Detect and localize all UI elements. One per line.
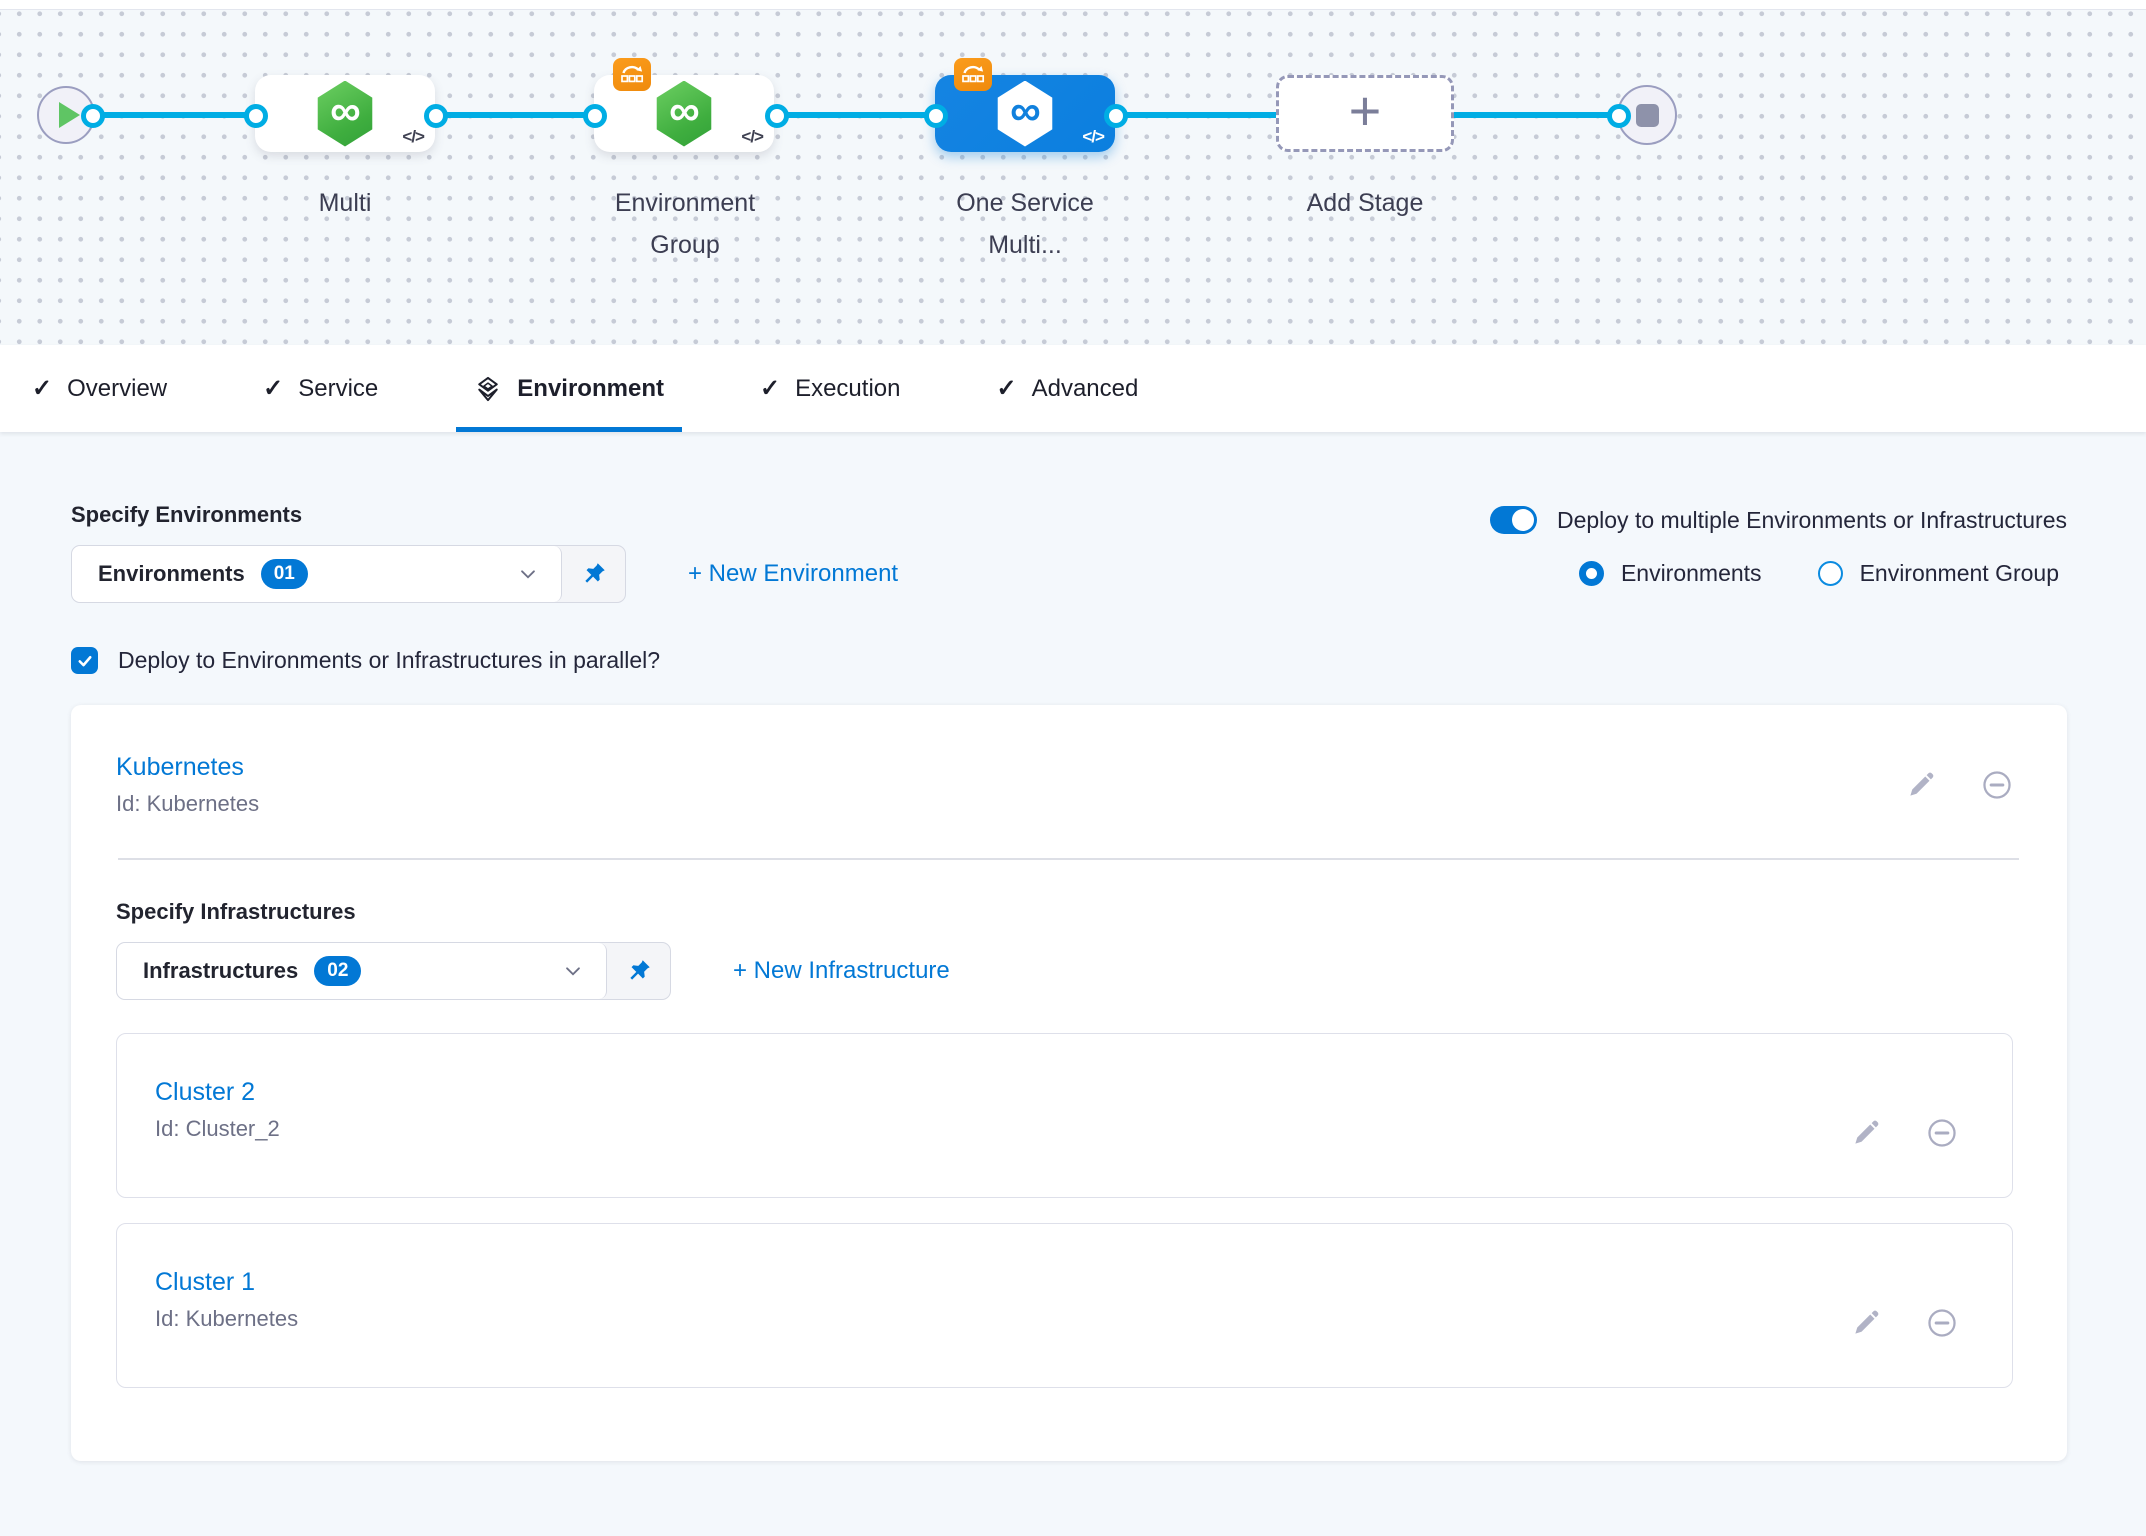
rolling-deployment-badge-icon [613, 58, 651, 91]
code-view-icon: </> [402, 127, 424, 147]
toggle-knob [1512, 509, 1534, 531]
tab-label: Environment [517, 375, 664, 403]
add-stage-label: Add Stage [1270, 182, 1460, 224]
tab-label: Overview [67, 375, 167, 403]
stage-label: Environment Group [590, 182, 780, 266]
harness-infinity-icon: ∞ [1010, 90, 1040, 133]
tab-execution[interactable]: ✓ Execution [760, 345, 901, 432]
connector-port [765, 104, 789, 128]
pin-button[interactable] [607, 943, 670, 999]
pin-button[interactable] [562, 546, 625, 602]
rolling-deployment-badge-icon [954, 58, 992, 91]
new-infrastructure-button[interactable]: + New Infrastructure [733, 957, 950, 985]
environment-tab-content: Specify Environments Environments 01 [0, 432, 2146, 1536]
stage-node-multi[interactable]: ∞ </> [255, 75, 435, 152]
parallel-deploy-checkbox[interactable] [71, 647, 98, 674]
parallel-deploy-label: Deploy to Environments or Infrastructure… [118, 647, 660, 674]
count-badge: 02 [314, 956, 361, 986]
tab-label: Execution [795, 375, 900, 403]
radio-environment-group[interactable]: Environment Group [1818, 560, 2059, 587]
cd-stage-icon: ∞ [994, 81, 1056, 147]
connector-port [244, 104, 268, 128]
play-icon [59, 102, 80, 128]
radio-label: Environment Group [1860, 560, 2059, 587]
infrastructure-card-cluster-1: Cluster 1 Id: Kubernetes [116, 1223, 2013, 1388]
infrastructure-name-link[interactable]: Cluster 1 [155, 1268, 298, 1297]
deploy-multiple-toggle-label: Deploy to multiple Environments or Infra… [1557, 507, 2067, 534]
add-stage-button[interactable]: + [1276, 75, 1454, 152]
infrastructures-dropdown[interactable]: Infrastructures 02 [116, 942, 671, 1000]
connector-port [81, 104, 105, 128]
count-badge: 01 [261, 559, 308, 589]
stage-label: One Service Multi... [930, 182, 1120, 266]
stop-icon [1636, 104, 1659, 127]
infrastructure-id-text: Id: Cluster_2 [155, 1116, 280, 1142]
check-icon: ✓ [996, 374, 1016, 403]
environment-name-link[interactable]: Kubernetes [116, 753, 259, 782]
remove-infrastructure-button[interactable] [1926, 1117, 1958, 1149]
remove-environment-button[interactable] [1981, 769, 2013, 801]
cd-stage-icon: ∞ [314, 81, 376, 147]
radio-unselected-icon [1818, 561, 1843, 586]
tab-label: Advanced [1032, 375, 1139, 403]
check-icon: ✓ [32, 374, 52, 403]
infrastructures-dropdown-value[interactable]: Infrastructures 02 [117, 943, 607, 999]
top-divider [0, 0, 2146, 10]
radio-environments[interactable]: Environments [1579, 560, 1762, 587]
tab-advanced[interactable]: ✓ Advanced [996, 345, 1138, 432]
chevron-down-icon [560, 958, 586, 984]
environments-dropdown-value[interactable]: Environments 01 [72, 546, 562, 602]
new-environment-button[interactable]: + New Environment [688, 560, 898, 588]
dropdown-value-text: Environments [98, 561, 245, 587]
stage-tabbar: ✓ Overview ✓ Service Environment ✓ Execu… [0, 345, 2146, 432]
check-icon: ✓ [760, 374, 780, 403]
harness-infinity-icon: ∞ [669, 90, 699, 133]
code-view-icon: </> [1082, 127, 1104, 147]
environment-layers-icon [474, 375, 502, 403]
remove-infrastructure-button[interactable] [1926, 1307, 1958, 1339]
chevron-down-icon [515, 561, 541, 587]
radio-label: Environments [1621, 560, 1762, 587]
connector-port [1607, 104, 1631, 128]
card-divider [118, 858, 2019, 860]
cd-stage-icon: ∞ [653, 81, 715, 147]
check-icon: ✓ [263, 374, 283, 403]
environment-id-text: Id: Kubernetes [116, 791, 259, 817]
connector-port [424, 104, 448, 128]
connector-port [924, 104, 948, 128]
edit-environment-button[interactable] [1905, 769, 1937, 801]
deploy-multiple-toggle[interactable] [1490, 506, 1537, 534]
specify-infrastructures-label: Specify Infrastructures [116, 899, 2013, 925]
radio-selected-icon [1579, 561, 1604, 586]
tab-overview[interactable]: ✓ Overview [32, 345, 167, 432]
edit-infrastructure-button[interactable] [1850, 1307, 1882, 1339]
dropdown-value-text: Infrastructures [143, 958, 298, 984]
tab-environment[interactable]: Environment [474, 345, 664, 432]
connector-port [583, 104, 607, 128]
infrastructure-id-text: Id: Kubernetes [155, 1306, 298, 1332]
specify-environments-label: Specify Environments [71, 502, 898, 528]
tab-service[interactable]: ✓ Service [263, 345, 378, 432]
infrastructure-card-cluster-2: Cluster 2 Id: Cluster_2 [116, 1033, 2013, 1198]
environments-dropdown[interactable]: Environments 01 [71, 545, 626, 603]
harness-infinity-icon: ∞ [330, 90, 360, 133]
pipeline-canvas[interactable]: ∞ </> Multi ∞ </> Environment Group [0, 10, 2146, 345]
environment-card-kubernetes: Kubernetes Id: Kubernetes [71, 705, 2067, 1461]
code-view-icon: </> [741, 127, 763, 147]
infrastructure-name-link[interactable]: Cluster 2 [155, 1078, 280, 1107]
stage-node-one-service-multi[interactable]: ∞ </> [935, 75, 1115, 152]
stage-label: Multi [250, 182, 440, 224]
tab-label: Service [298, 375, 378, 403]
stage-node-environment-group[interactable]: ∞ </> [594, 75, 774, 152]
connector-port [1104, 104, 1128, 128]
edit-infrastructure-button[interactable] [1850, 1117, 1882, 1149]
